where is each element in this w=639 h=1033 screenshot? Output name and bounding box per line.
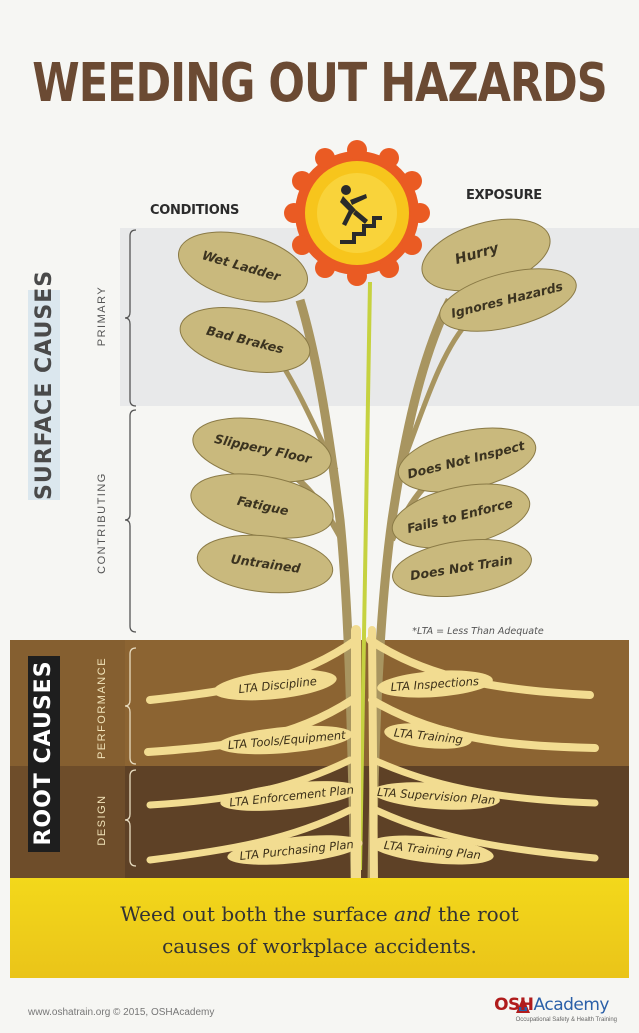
- lta-note: *LTA = Less Than Adequate: [412, 626, 544, 637]
- logo-text: OSHAcademy: [494, 995, 609, 1015]
- logo-tagline: Occupational Safety & Health Training: [516, 1017, 617, 1023]
- surface-causes-label: SURFACE CAUSES: [30, 290, 60, 500]
- performance-label: PERFORMANCE: [94, 653, 110, 763]
- message-banner: [10, 878, 629, 978]
- design-label: DESIGN: [94, 780, 110, 860]
- root-causes-label: ROOT CAUSES: [29, 655, 59, 851]
- contributing-label: CONTRIBUTING: [94, 448, 110, 598]
- message-line-2: causes of workplace accidents.: [10, 934, 629, 958]
- message-line-1: Weed out both the surface and the root: [10, 902, 629, 926]
- primary-label: PRIMARY: [94, 266, 110, 366]
- exposure-heading: EXPOSURE: [466, 188, 542, 203]
- conditions-heading: CONDITIONS: [150, 203, 239, 218]
- footer-credit: www.oshatrain.org © 2015, OSHAcademy: [28, 1007, 214, 1018]
